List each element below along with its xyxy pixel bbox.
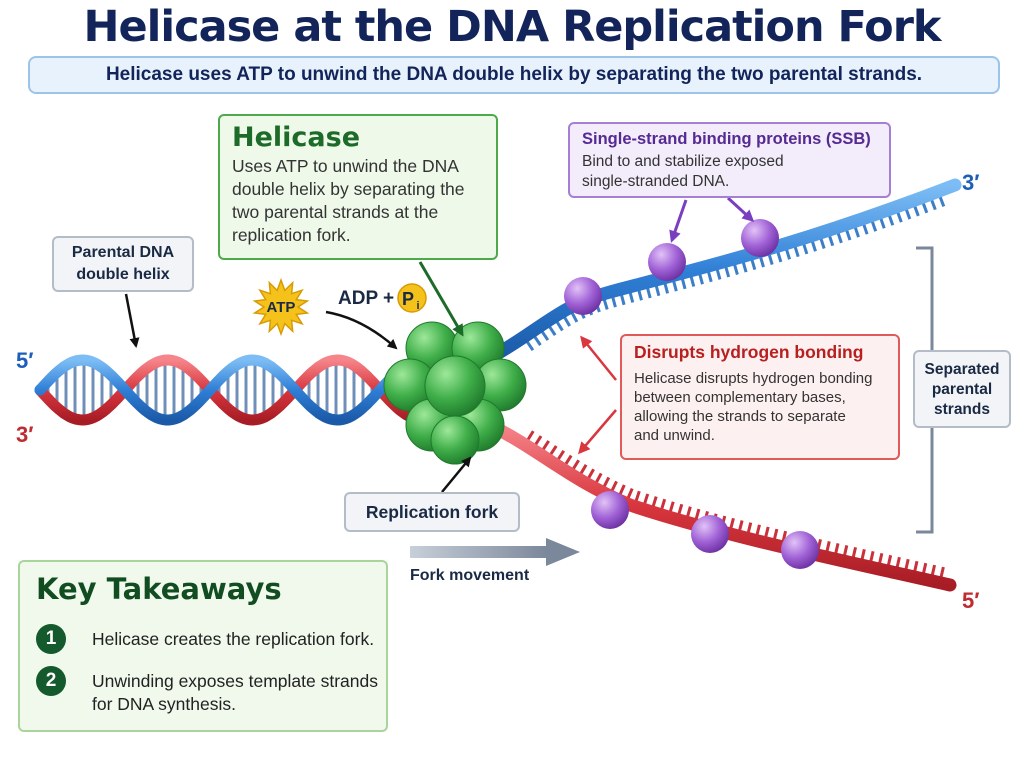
strand-label-right-bottom: 5′ xyxy=(962,588,980,613)
helicase-enzyme-icon xyxy=(383,321,527,465)
ssb-proteins xyxy=(564,219,819,569)
takeaway-text: Helicase creates the replication fork. xyxy=(92,629,375,649)
takeaway-text: Unwinding exposes template strands for D… xyxy=(92,671,378,714)
strand-label-left-top: 5′ xyxy=(16,348,34,373)
ssb-protein-icon xyxy=(564,277,602,315)
ssb-protein-icon xyxy=(781,531,819,569)
ssb-protein-icon xyxy=(591,491,629,529)
key-takeaways-title: Key Takeaways xyxy=(36,572,282,606)
adp-text: ADP + xyxy=(338,288,394,309)
separated-strands-label: Separated parental strands xyxy=(913,350,1011,428)
parental-dna-label: Parental DNA double helix xyxy=(52,236,194,292)
ssb-arrow xyxy=(726,196,755,223)
atp-arrow xyxy=(325,310,398,350)
helicase-arrow xyxy=(418,261,464,337)
helix-blue-strand xyxy=(34,354,424,426)
key-takeaways-panel: Key Takeaways 1 Helicase creates the rep… xyxy=(18,560,388,732)
ssb-title: Single-strand binding proteins (SSB) xyxy=(582,130,871,148)
ssb-protein-icon xyxy=(648,243,686,281)
atp-burst-icon: ATP xyxy=(252,277,310,337)
helix-red-strand xyxy=(34,354,424,426)
atp-label: ATP xyxy=(267,299,296,316)
hydrogen-bonding-callout: Disrupts hydrogen bonding Helicase disru… xyxy=(620,334,900,460)
ssb-protein-icon xyxy=(741,219,779,257)
hbond-title: Disrupts hydrogen bonding xyxy=(634,342,864,362)
hbond-description: Helicase disrupts hydrogen bonding betwe… xyxy=(634,370,873,444)
strand-label-right-top: 3′ xyxy=(962,170,980,195)
ssb-callout: Single-strand binding proteins (SSB) Bin… xyxy=(568,122,891,198)
strand-label-left-bottom: 3′ xyxy=(16,422,34,447)
pi-icon: P i xyxy=(397,283,427,313)
ssb-description: Bind to and stabilize exposed single-str… xyxy=(582,153,784,190)
bottom-separated-strand xyxy=(483,418,957,592)
subtitle-banner: Helicase uses ATP to unwind the DNA doub… xyxy=(28,56,1000,94)
ssb-arrow xyxy=(669,199,688,243)
helicase-description: Uses ATP to unwind the DNA double helix … xyxy=(232,156,465,245)
helicase-callout: Helicase Uses ATP to unwind the DNA doub… xyxy=(218,114,498,260)
hbond-arrow-down xyxy=(578,409,617,455)
ssb-protein-icon xyxy=(691,515,729,553)
takeaway-number-badge: 2 xyxy=(36,666,66,696)
fork-movement-arrow-icon xyxy=(410,538,580,566)
parental-arrow xyxy=(124,293,140,348)
takeaway-number-badge: 1 xyxy=(36,624,66,654)
fork-movement-label: Fork movement xyxy=(410,567,530,584)
page-title: Helicase at the DNA Replication Fork xyxy=(83,2,941,52)
top-separated-strand xyxy=(483,178,962,365)
pi-main: P xyxy=(402,289,414,309)
pi-sub: i xyxy=(416,300,419,312)
hbond-arrow-up xyxy=(580,335,617,381)
replication-fork-label: Replication fork xyxy=(344,492,520,532)
helicase-title: Helicase xyxy=(232,122,361,153)
fork-label-arrow xyxy=(441,456,472,493)
